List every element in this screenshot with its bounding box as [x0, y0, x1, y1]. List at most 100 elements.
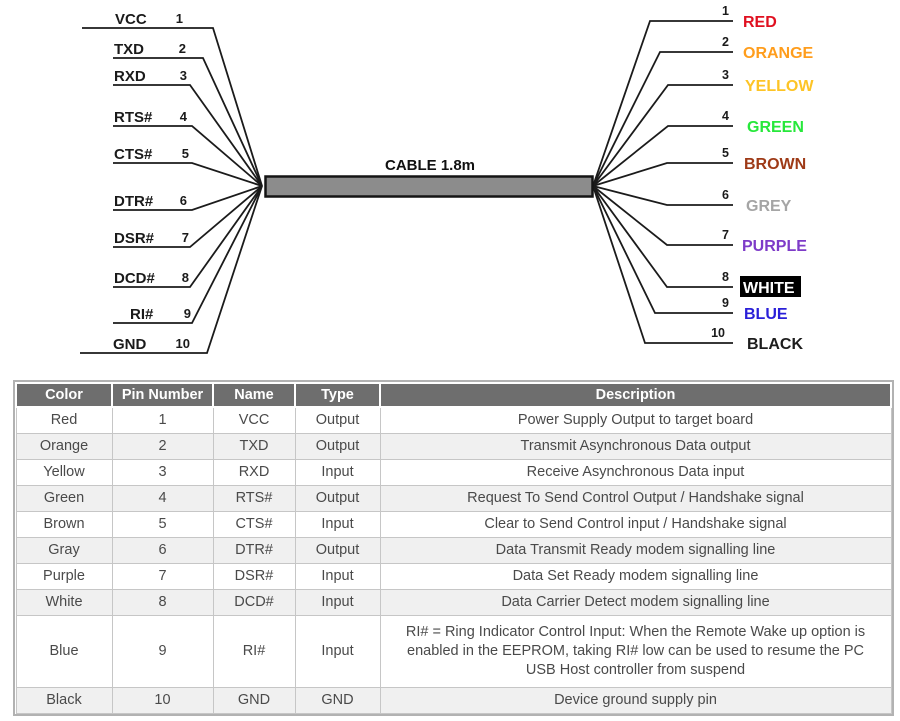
wire-color-label-grey: GREY: [746, 198, 792, 215]
cell-color: Red: [15, 406, 113, 434]
cell-pin-number: 6: [111, 537, 214, 564]
left-pin-name: DTR#: [114, 193, 154, 210]
cell-name: GND: [212, 687, 296, 714]
cell-description: Data Transmit Ready modem signalling lin…: [379, 537, 892, 564]
cell-color: Black: [15, 687, 113, 714]
left-pin-name: DCD#: [114, 270, 155, 287]
left-pin-number: 7: [182, 230, 189, 245]
right-pin-number: 6: [722, 188, 729, 202]
right-pin-7: 7 PURPLE: [592, 185, 807, 255]
description-text: RI# = Ring Indicator Control Input: When…: [405, 624, 866, 678]
cell-type: GND: [294, 687, 381, 714]
cell-type: Output: [294, 406, 381, 434]
table-row: Gray 6 DTR# Output Data Transmit Ready m…: [15, 537, 892, 564]
header-description: Description: [379, 382, 892, 408]
table-row: Red 1 VCC Output Power Supply Output to …: [15, 406, 892, 434]
right-pin-number: 5: [722, 146, 729, 160]
header-pin-number: Pin Number: [111, 382, 214, 408]
left-pin-name: RXD: [114, 68, 146, 85]
left-pin-number: 2: [179, 41, 186, 56]
right-pin-9: 9 BLUE: [592, 185, 788, 323]
right-pin-8: 8 WHITE: [592, 185, 801, 297]
left-pin-2: TXD 2: [113, 41, 263, 187]
left-pin-6: DTR# 6: [113, 185, 263, 211]
description-text: Request To Send Control Output / Handsha…: [467, 490, 804, 506]
left-pin-name: TXD: [114, 41, 144, 58]
cell-color: Orange: [15, 433, 113, 460]
table-row: Yellow 3 RXD Input Receive Asynchronous …: [15, 459, 892, 486]
wire-color-label-red: RED: [743, 14, 777, 31]
cell-type: Input: [294, 563, 381, 590]
cell-pin-number: 5: [111, 511, 214, 538]
cell-description: Request To Send Control Output / Handsha…: [379, 485, 892, 512]
cell-pin-number: 3: [111, 459, 214, 486]
left-pin-8: DCD# 8: [113, 185, 263, 288]
cell-color: Gray: [15, 537, 113, 564]
table-row: Green 4 RTS# Output Request To Send Cont…: [15, 485, 892, 512]
cable: CABLE 1.8m: [264, 157, 594, 198]
cell-name: RTS#: [212, 485, 296, 512]
left-pin-number: 1: [176, 11, 183, 26]
cell-description: Data Set Ready modem signalling line: [379, 563, 892, 590]
header-color: Color: [15, 382, 113, 408]
left-pin-1: VCC 1: [82, 11, 263, 187]
cell-type: Input: [294, 615, 381, 688]
description-text: Data Transmit Ready modem signalling lin…: [495, 542, 776, 558]
table-row: Brown 5 CTS# Input Clear to Send Control…: [15, 511, 892, 538]
right-pin-number: 2: [722, 35, 729, 49]
cell-pin-number: 8: [111, 589, 214, 616]
cell-name: DTR#: [212, 537, 296, 564]
cell-color: Yellow: [15, 459, 113, 486]
cell-color: Brown: [15, 511, 113, 538]
cell-name: RXD: [212, 459, 296, 486]
cell-pin-number: 4: [111, 485, 214, 512]
cell-name: RI#: [212, 615, 296, 688]
description-text: Receive Asynchronous Data input: [526, 464, 745, 480]
description-text: Data Set Ready modem signalling line: [512, 568, 759, 584]
cell-name: DCD#: [212, 589, 296, 616]
cell-color: Blue: [15, 615, 113, 688]
cable-length-label: CABLE 1.8m: [385, 157, 475, 174]
right-pin-4: 4 GREEN: [592, 109, 804, 187]
right-pin-number: 1: [722, 4, 729, 18]
right-pin-10: 10 BLACK: [592, 185, 803, 353]
left-pin-name: RTS#: [114, 109, 153, 126]
cell-description: RI# = Ring Indicator Control Input: When…: [379, 615, 892, 688]
left-pin-name: CTS#: [114, 146, 153, 163]
right-pin-number: 4: [722, 109, 729, 123]
cell-type: Output: [294, 537, 381, 564]
cell-description: Receive Asynchronous Data input: [379, 459, 892, 486]
left-pin-9: RI# 9: [113, 185, 263, 324]
left-pin-number: 8: [182, 270, 189, 285]
table-row: Orange 2 TXD Output Transmit Asynchronou…: [15, 433, 892, 460]
cell-name: DSR#: [212, 563, 296, 590]
cell-name: CTS#: [212, 511, 296, 538]
table-row: Purple 7 DSR# Input Data Set Ready modem…: [15, 563, 892, 590]
cell-name: VCC: [212, 406, 296, 434]
left-pin-name: DSR#: [114, 230, 155, 247]
header-type: Type: [294, 382, 381, 408]
header-name: Name: [212, 382, 296, 408]
left-pin-number: 4: [180, 109, 188, 124]
right-pin-1: 1 RED: [592, 4, 777, 187]
left-pin-name: RI#: [130, 306, 154, 323]
right-pin-number: 9: [722, 296, 729, 310]
right-pin-number: 7: [722, 228, 729, 242]
cell-pin-number: 7: [111, 563, 214, 590]
table-header-row: Color Pin Number Name Type Description: [15, 382, 892, 408]
cable-body: [264, 175, 594, 198]
cell-type: Input: [294, 459, 381, 486]
wire-color-label-brown: BROWN: [744, 156, 806, 173]
pinout-table: Color Pin Number Name Type Description R…: [15, 382, 892, 714]
wire-color-label-green: GREEN: [747, 119, 804, 136]
left-pin-7: DSR# 7: [113, 185, 263, 248]
left-pin-3: RXD 3: [113, 68, 263, 187]
left-pin-number: 5: [182, 146, 189, 161]
left-pin-number: 9: [184, 306, 191, 321]
right-pin-3: 3 YELLOW: [592, 68, 814, 187]
wire-color-label-orange: ORANGE: [743, 45, 814, 62]
description-text: Power Supply Output to target board: [517, 412, 754, 428]
right-pin-number: 3: [722, 68, 729, 82]
description-text: Data Carrier Detect modem signalling lin…: [501, 594, 770, 610]
left-pin-4: RTS# 4: [113, 109, 263, 187]
